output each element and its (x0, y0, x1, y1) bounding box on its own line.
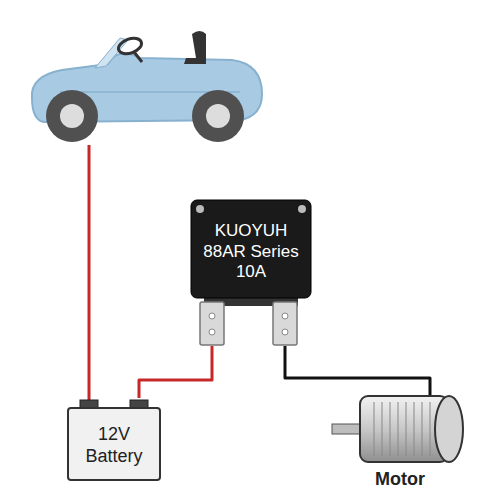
motor-fin (382, 402, 383, 456)
motor-fin (422, 402, 423, 456)
motor-fin (390, 402, 391, 456)
motor-fin (398, 402, 399, 456)
wire (285, 346, 430, 396)
motor-fin (430, 402, 431, 456)
node-label: KUOYUH 88AR Series 10A (201, 221, 301, 282)
car-wheel (192, 90, 244, 142)
node-label: 12V Battery (72, 424, 156, 467)
motor-shaft (332, 424, 362, 434)
car-wheel (46, 90, 98, 142)
text-slot: KUOYUH 88AR Series 10A (201, 212, 301, 292)
circuit-breaker: KUOYUH 88AR Series 10A (190, 198, 312, 346)
motor-fin (414, 402, 415, 456)
breaker-terminal (273, 302, 297, 345)
wire (139, 346, 212, 398)
car-wire (88, 145, 91, 402)
motor-symbol: Motor (328, 396, 472, 496)
steering-wheel (116, 35, 143, 56)
terminal-hole (209, 313, 215, 319)
terminal-hole (282, 313, 288, 319)
mounting-hole (196, 205, 204, 213)
motor-fin (374, 402, 375, 456)
battery-box: 12V Battery (62, 398, 166, 482)
breaker-body (191, 200, 311, 298)
terminal-hole (282, 329, 288, 335)
steering-column (134, 52, 142, 62)
node-label: Motor (375, 469, 425, 491)
terminal-hole (209, 329, 215, 335)
motor-endcap (435, 396, 463, 462)
wheel-hub (60, 104, 84, 128)
battery-body (68, 408, 160, 480)
mounting-hole (298, 205, 306, 213)
motor-fin (406, 402, 407, 456)
text-slot: 12V Battery (72, 416, 156, 476)
car-seat (184, 31, 206, 64)
breaker-terminal (200, 302, 224, 345)
text-slot: Motor (338, 466, 462, 494)
wheel-hub (206, 104, 230, 128)
